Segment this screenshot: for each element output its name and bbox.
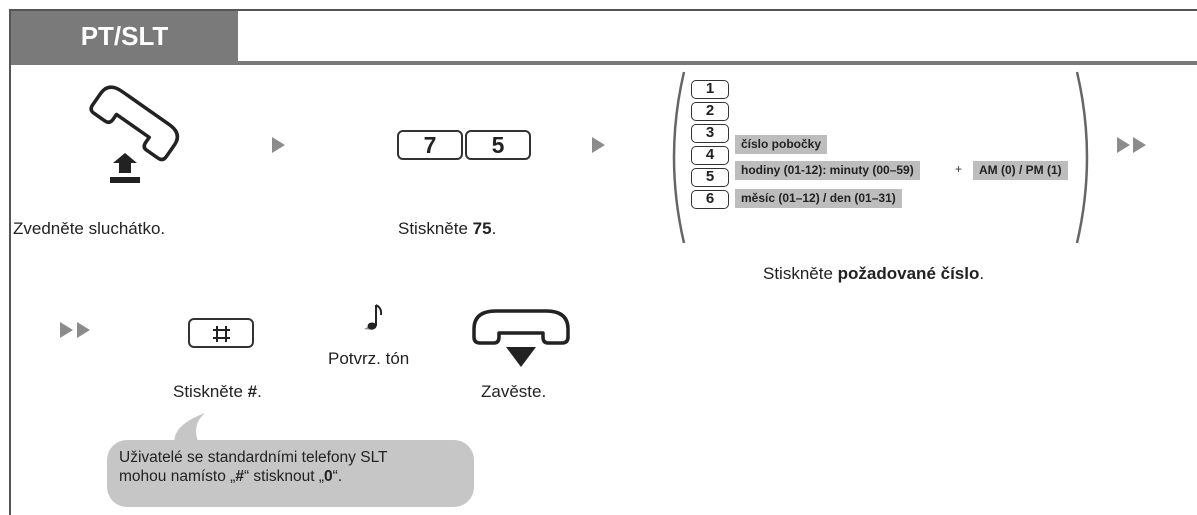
step-lift-label: Zvedněte sluchátko.	[13, 219, 166, 238]
option-key-5: 5	[691, 168, 729, 187]
note-bubble: Uživatelé se standardními telefony SLT m…	[107, 440, 474, 507]
note-line-2-mid: “ stisknout „	[243, 468, 325, 485]
step-select-label: Stiskněte požadované číslo.	[763, 264, 984, 284]
step-dial-label-suffix: .	[491, 219, 497, 238]
step-select-label-suffix: .	[979, 264, 985, 283]
handset-lift-icon	[89, 85, 180, 183]
step-dial-label: Stiskněte 75.	[398, 219, 496, 239]
note-line-2: mohou namísto „#“ stisknout „0“.	[119, 467, 474, 486]
option-4-pill-time: hodiny (01-12): minuty (00–59)	[735, 161, 920, 180]
left-parenthesis	[672, 71, 686, 244]
right-parenthesis	[1075, 71, 1089, 244]
flow-arrow-4b	[77, 322, 90, 338]
flow-arrow-3a	[1117, 137, 1130, 153]
note-hash-char: #	[235, 468, 244, 485]
step-dial-label-code: 75	[472, 219, 492, 238]
hash-key-icon	[213, 326, 230, 342]
note-line-2-prefix: mohou namísto „	[119, 468, 236, 485]
option-4-plus: +	[955, 162, 963, 176]
flow-arrow-1	[272, 137, 285, 153]
option-3-pill: číslo pobočky	[735, 135, 828, 154]
diagram-frame	[9, 9, 1197, 515]
option-4-pill-ampm: AM (0) / PM (1)	[973, 161, 1068, 180]
step-select-label-bold: požadované číslo	[837, 264, 980, 283]
key-7: 7	[397, 130, 463, 160]
note-zero-char: 0	[324, 468, 333, 485]
note-line-1: Uživatelé se standardními telefony SLT	[119, 449, 388, 466]
option-key-6: 6	[691, 190, 729, 209]
flow-arrow-3b	[1133, 137, 1146, 153]
flow-arrow-4a	[60, 322, 73, 338]
header-title: PT/SLT	[11, 11, 238, 61]
flow-arrow-2	[592, 137, 605, 153]
option-key-3: 3	[691, 124, 729, 143]
step-hash-label-bold: #	[247, 382, 258, 401]
music-note-icon	[364, 304, 383, 330]
option-key-2: 2	[691, 102, 729, 121]
step-hash-label: Stiskněte #.	[173, 382, 262, 402]
option-key-4: 4	[691, 146, 729, 165]
step-hash-label-suffix: .	[257, 382, 262, 401]
step-hash-label-prefix: Stiskněte	[173, 382, 248, 401]
step-hangup-label: Zavěste.	[481, 382, 547, 401]
step-tone-label: Potvrz. tón	[328, 349, 410, 368]
handset-hangup-icon	[472, 309, 570, 367]
option-5-pill: měsíc (01–12) / den (01–31)	[735, 189, 902, 208]
step-dial-label-prefix: Stiskněte	[398, 219, 473, 238]
hash-key	[188, 318, 254, 348]
option-key-1: 1	[691, 80, 729, 99]
note-line-2-suffix: “.	[332, 468, 343, 485]
step-select-label-prefix: Stiskněte	[763, 264, 838, 283]
key-5: 5	[465, 130, 531, 160]
header-rule	[11, 61, 1197, 65]
note-bubble-tail	[174, 413, 205, 446]
